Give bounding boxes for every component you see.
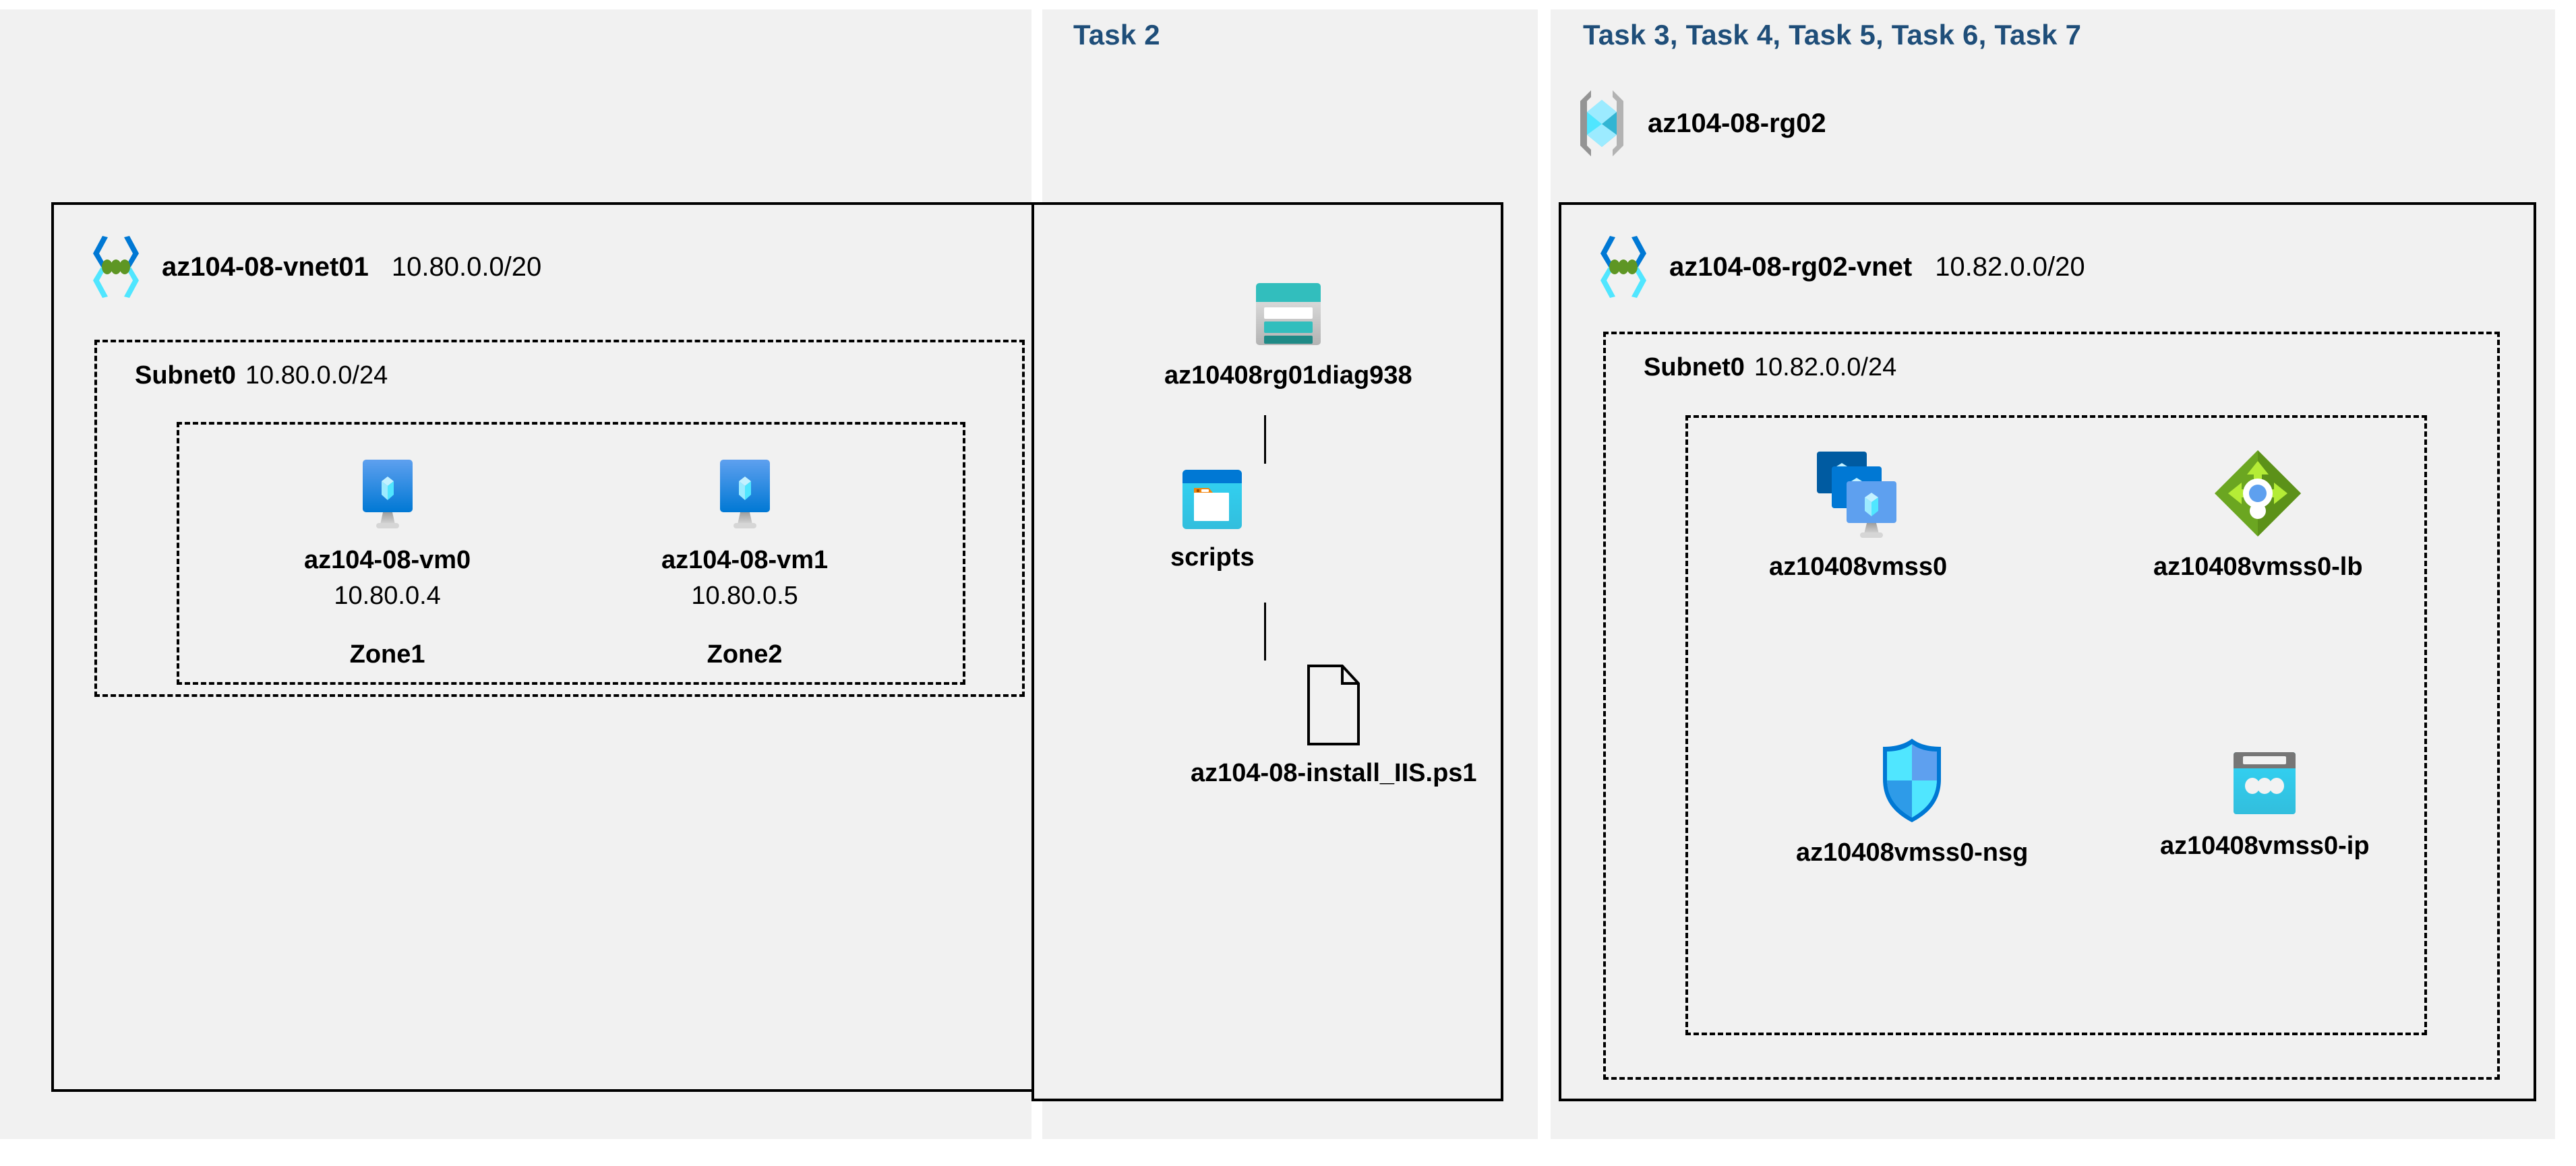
- script-file-name: az104-08-install_IIS.ps1: [1191, 759, 1477, 787]
- vnet-name: az104-08-vnet01: [162, 251, 369, 282]
- script-file-icon: [1300, 663, 1367, 747]
- virtual-network-icon: [84, 232, 148, 302]
- blob-container-node: scripts: [1170, 468, 1255, 572]
- tasks-3-7-label: Task 3, Task 4, Task 5, Task 6, Task 7: [1583, 19, 2082, 51]
- vnet-name: az104-08-rg02-vnet: [1669, 251, 1913, 282]
- vm-scale-set-icon: [1807, 446, 1909, 541]
- task-2-container-box: az10408rg01diag938 scripts: [1031, 202, 1503, 1101]
- virtual-machine-icon: [348, 454, 427, 534]
- storage-account-name: az10408rg01diag938: [1164, 361, 1412, 390]
- nsg-name: az10408vmss0-nsg: [1796, 838, 2029, 867]
- vm-name: az104-08-vm1: [661, 546, 829, 574]
- load-balancer-node: az10408vmss0-lb: [2153, 446, 2363, 582]
- subnet0-header-right: Subnet0 10.82.0.0/24: [1644, 353, 1896, 382]
- vm-node-1: az104-08-vm1 10.80.0.5 Zone2: [661, 454, 828, 669]
- subnet-cidr: 10.82.0.0/24: [1754, 353, 1897, 381]
- blob-container-icon: [1180, 468, 1244, 531]
- vm-ip: 10.80.0.5: [691, 582, 798, 610]
- subnet-name: Subnet0: [135, 361, 236, 390]
- connector-container-to-script: [1264, 603, 1266, 661]
- subnet-name: Subnet0: [1644, 353, 1745, 381]
- vmss-name: az10408vmss0: [1769, 553, 1948, 581]
- resources-box: az10408vmss0: [1685, 415, 2427, 1035]
- nsg-node: az10408vmss0-nsg: [1796, 735, 2028, 867]
- availability-zones-box: az104-08-vm0 10.80.0.4 Zone1: [177, 422, 965, 685]
- connector-storage-to-container: [1264, 415, 1266, 464]
- load-balancer-icon: [2211, 446, 2305, 541]
- storage-account-icon: [1252, 279, 1325, 349]
- virtual-network-icon: [1591, 232, 1656, 302]
- vm-ip: 10.80.0.4: [334, 582, 441, 610]
- subnet0-box-left: Subnet0 10.80.0.0/24: [94, 340, 1025, 697]
- public-ip-name: az10408vmss0-ip: [2160, 832, 2370, 860]
- blob-container-name: scripts: [1170, 543, 1255, 572]
- vmss-node: az10408vmss0: [1769, 446, 1947, 582]
- vm-node-0: az104-08-vm0 10.80.0.4 Zone1: [304, 454, 471, 669]
- virtual-machine-icon: [705, 454, 785, 534]
- vnet-cidr: 10.82.0.0/20: [1935, 251, 2085, 282]
- network-security-group-icon: [1872, 735, 1952, 826]
- vm-zone: Zone2: [707, 640, 783, 669]
- vnet01-header: az104-08-vnet01 10.80.0.0/20: [84, 232, 541, 302]
- subnet0-box-right: Subnet0 10.82.0.0/24: [1603, 332, 2500, 1080]
- script-file-node: az104-08-install_IIS.ps1: [1191, 663, 1477, 788]
- rg02-vnet-header: az104-08-rg02-vnet 10.82.0.0/20: [1591, 232, 2085, 302]
- task-2-label: Task 2: [1073, 19, 1160, 51]
- vm-zone: Zone1: [349, 640, 425, 669]
- resource-group-rg02: az104-08-rg02: [1571, 86, 1826, 160]
- vm-name: az104-08-vm0: [304, 546, 471, 574]
- vnet-cidr: 10.80.0.0/20: [391, 251, 542, 282]
- task-2-panel: Task 2 az10408rg01diag938: [1031, 9, 1538, 1139]
- storage-account-node: az10408rg01diag938: [1164, 279, 1412, 390]
- rg02-vnet-box: az104-08-rg02-vnet 10.82.0.0/20 Subnet0 …: [1559, 202, 2536, 1101]
- resource-group-icon: [1571, 86, 1633, 160]
- resource-group-name: az104-08-rg02: [1648, 108, 1826, 138]
- tasks-3-7-panel: Task 3, Task 4, Task 5, Task 6, Task 7 a…: [1551, 9, 2555, 1139]
- load-balancer-name: az10408vmss0-lb: [2153, 553, 2363, 581]
- public-ip-address-icon: [2227, 748, 2302, 820]
- public-ip-node: az10408vmss0-ip: [2160, 748, 2370, 861]
- subnet0-header-left: Subnet0 10.80.0.0/24: [135, 361, 388, 390]
- subnet-cidr: 10.80.0.0/24: [245, 361, 388, 390]
